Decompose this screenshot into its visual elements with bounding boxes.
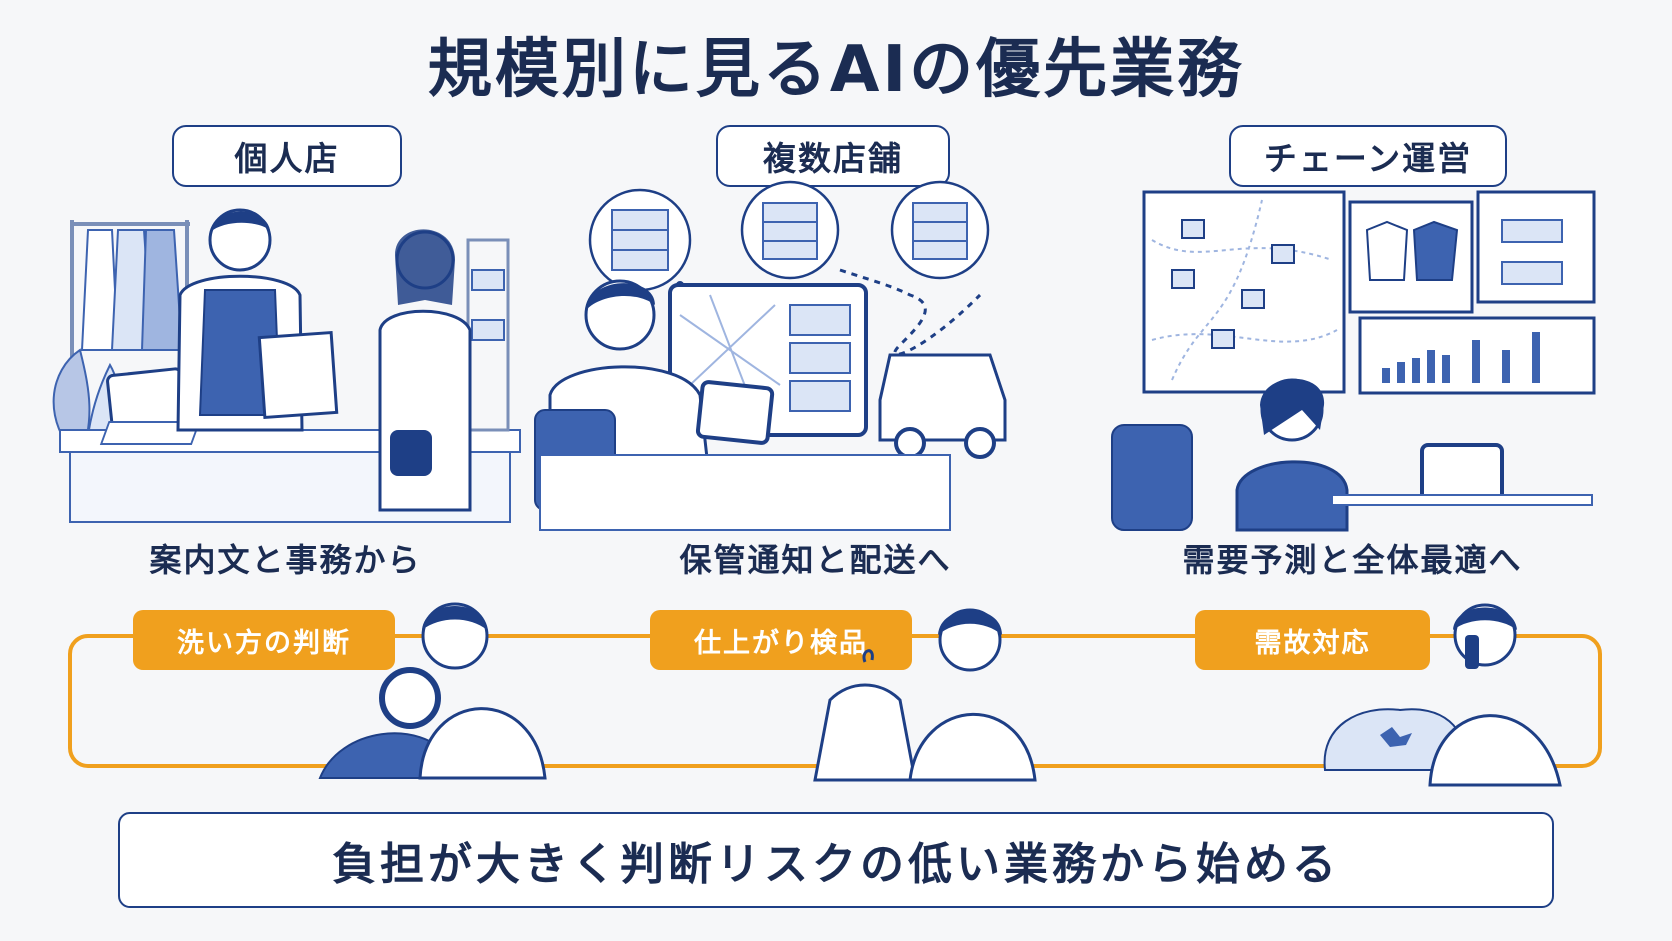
caption-individual: 案内文と事務から xyxy=(149,541,422,579)
manager-figure xyxy=(1235,378,1349,532)
chain-illustration xyxy=(1111,190,1596,532)
scale-label-individual: 個人店 xyxy=(172,125,402,187)
clothing-rack-icon xyxy=(70,220,190,470)
individual-shop-illustration xyxy=(52,208,521,523)
phone-support-figure xyxy=(1323,603,1562,787)
bar-chart-panel xyxy=(1358,316,1596,395)
multi-store-illustration xyxy=(534,180,1007,531)
task-tag-incident-response: 需故対応 xyxy=(1195,610,1430,670)
caption-chain: 需要予測と全体最適へ xyxy=(1182,541,1523,579)
caption-multi-store: 保管通知と配送へ xyxy=(679,541,952,579)
map-panel xyxy=(1142,190,1346,394)
magnifier-icon xyxy=(379,667,441,729)
finisher-figure xyxy=(813,608,1037,782)
conclusion-box: 負担が大きく判断リスクの低い業務から始める xyxy=(118,812,1554,908)
conclusion-text: 負担が大きく判断リスクの低い業務から始める xyxy=(332,839,1340,890)
task-tag-washing-judgement: 洗い方の判断 xyxy=(133,610,395,670)
shopkeeper-figure xyxy=(176,208,339,432)
delivery-van-icon xyxy=(878,353,1007,459)
warehouse-bubble-icon xyxy=(890,180,990,280)
warehouse-bubble-icon xyxy=(740,180,840,280)
inspector-figure xyxy=(318,602,547,780)
customer-figure xyxy=(378,229,472,512)
folded-clothes-panel xyxy=(1476,190,1596,304)
phone-icon xyxy=(1465,635,1479,669)
page-title: 規模別に見るAIの優先業務 xyxy=(427,33,1245,107)
scale-label-multi-store: 複数店舗 xyxy=(716,125,950,187)
clothing-panel xyxy=(1348,200,1474,314)
scale-label-chain: チェーン運営 xyxy=(1229,125,1507,187)
task-tag-finish-inspection: 仕上がり検品 xyxy=(650,610,912,670)
